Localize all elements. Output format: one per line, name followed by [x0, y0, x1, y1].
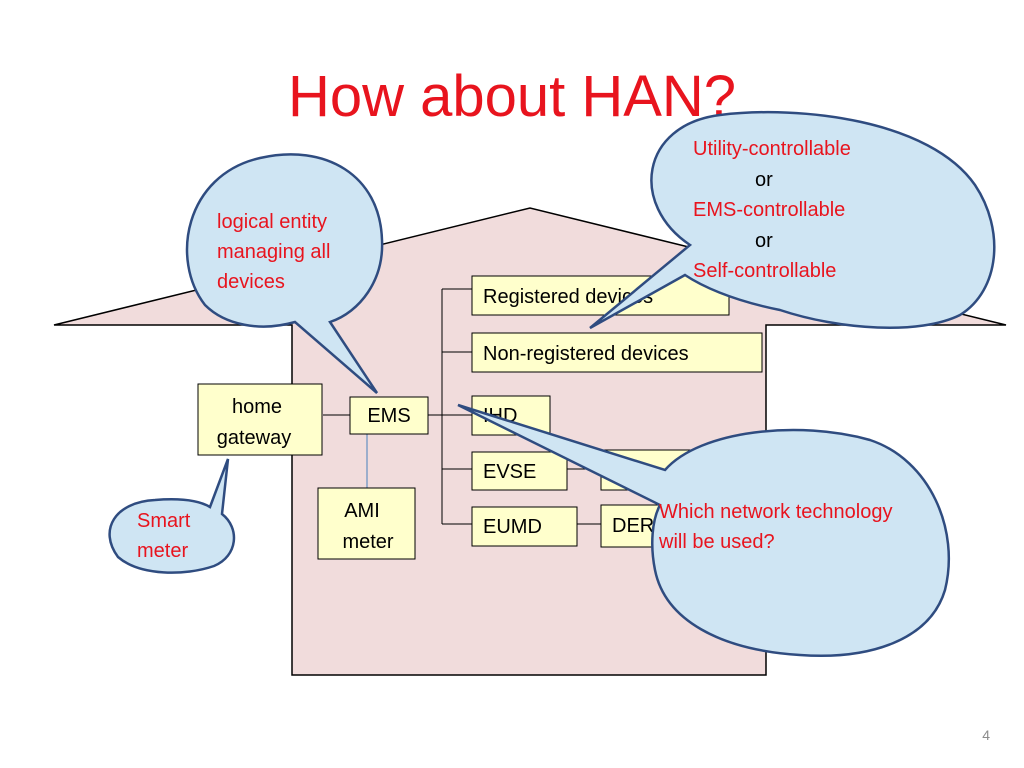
box-der-label: DER — [612, 515, 654, 537]
box-non-registered-devices: Non-registered devices — [471, 332, 763, 373]
callout-controllability-line-5: Self-controllable — [693, 260, 836, 282]
callout-controllability: Utility-controllable or EMS-controllable… — [589, 110, 996, 330]
slide-title: How about HAN? — [287, 64, 737, 129]
callout-network-technology: Which network technology will be used? — [457, 403, 950, 657]
box-eumd: EUMD — [471, 506, 578, 547]
box-eumd-label: EUMD — [483, 516, 542, 538]
box-ami-meter-line-1: AMI — [344, 500, 380, 522]
box-ami-meter-line-2: meter — [342, 531, 393, 553]
box-registered-devices: Registered devices — [471, 275, 730, 316]
box-home-gateway-line-2: gateway — [217, 427, 292, 449]
callout-logical-entity-line-1: logical entity — [217, 211, 327, 233]
callout-logical-entity: logical entity managing all devices — [185, 153, 384, 394]
callout-controllability-line-4: or — [755, 230, 773, 252]
callout-smart-meter-line-2: meter — [137, 540, 188, 562]
box-evse-label: EVSE — [483, 461, 536, 483]
box-ami-meter: AMI meter — [317, 487, 416, 560]
callout-logical-entity-line-3: devices — [217, 271, 285, 293]
box-home-gateway: home gateway — [197, 383, 323, 456]
callout-smart-meter-line-1: Smart — [137, 510, 191, 532]
box-ems-label: EMS — [367, 405, 410, 427]
callout-controllability-line-1: Utility-controllable — [693, 138, 851, 160]
box-non-registered-devices-label: Non-registered devices — [483, 343, 689, 365]
page-number: 4 — [982, 727, 990, 743]
box-evse: EVSE — [471, 451, 568, 491]
box-home-gateway-line-1: home — [232, 396, 282, 418]
box-registered-devices-label: Registered devices — [483, 286, 653, 308]
box-ems: EMS — [349, 396, 429, 435]
callout-logical-entity-line-2: managing all — [217, 241, 330, 263]
callout-controllability-line-3: EMS-controllable — [693, 199, 845, 221]
callout-smart-meter: Smart meter — [108, 458, 236, 574]
callout-network-technology-line-2: will be used? — [658, 531, 775, 553]
callout-network-technology-line-1: Which network technology — [659, 501, 892, 523]
callout-controllability-line-2: or — [755, 169, 773, 191]
connector-lines — [323, 288, 601, 525]
